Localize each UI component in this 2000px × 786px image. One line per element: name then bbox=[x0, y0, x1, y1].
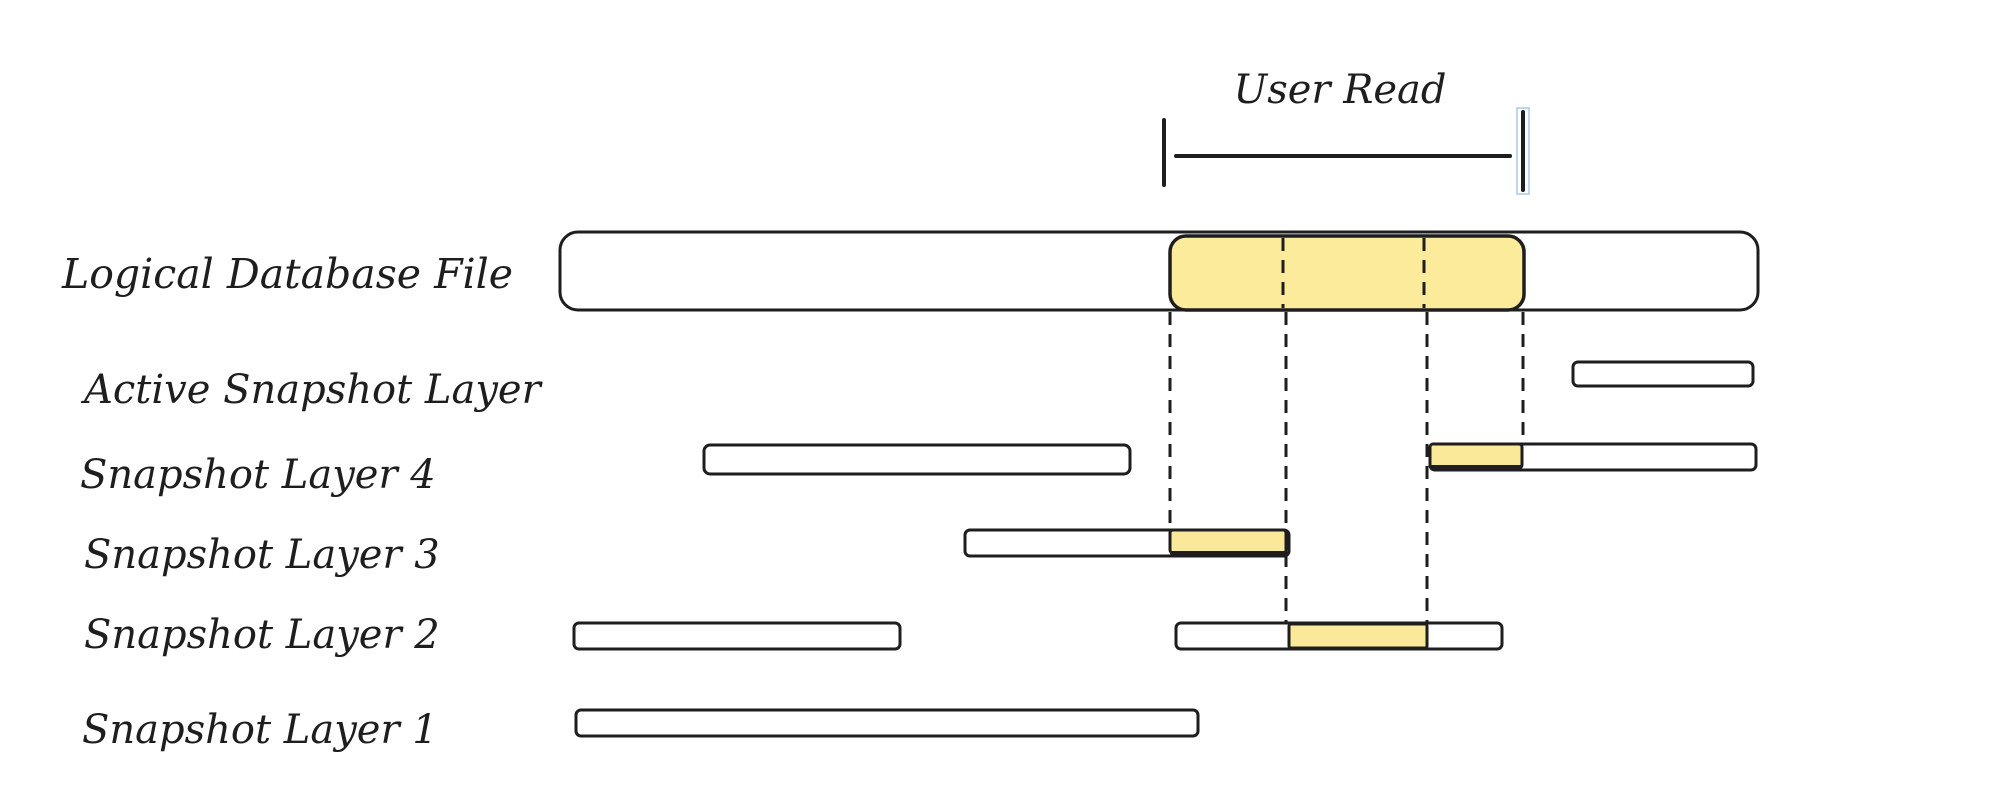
layer-4-block-1 bbox=[702, 443, 1132, 476]
active-layer-block bbox=[1571, 360, 1755, 388]
layer-2-read-segment bbox=[1287, 622, 1429, 650]
active-layer-label: Active Snapshot Layer bbox=[80, 367, 544, 413]
layer-1-label: Snapshot Layer 1 bbox=[82, 707, 438, 753]
layer-3-label: Snapshot Layer 3 bbox=[84, 532, 440, 578]
logical-read-region bbox=[1168, 234, 1526, 312]
logical-file-label: Logical Database File bbox=[61, 250, 513, 298]
layer-4-read-segment bbox=[1428, 442, 1524, 470]
layer-1-block bbox=[574, 708, 1200, 738]
layer-2-block-1 bbox=[572, 621, 902, 651]
user-read-label: User Read bbox=[1234, 67, 1447, 113]
logical-file-bar bbox=[558, 230, 1760, 312]
selection-handle bbox=[1516, 107, 1530, 195]
layer-3-read-segment bbox=[1168, 528, 1288, 555]
layer-2-label: Snapshot Layer 2 bbox=[84, 612, 440, 658]
layer-4-label: Snapshot Layer 4 bbox=[80, 452, 436, 498]
